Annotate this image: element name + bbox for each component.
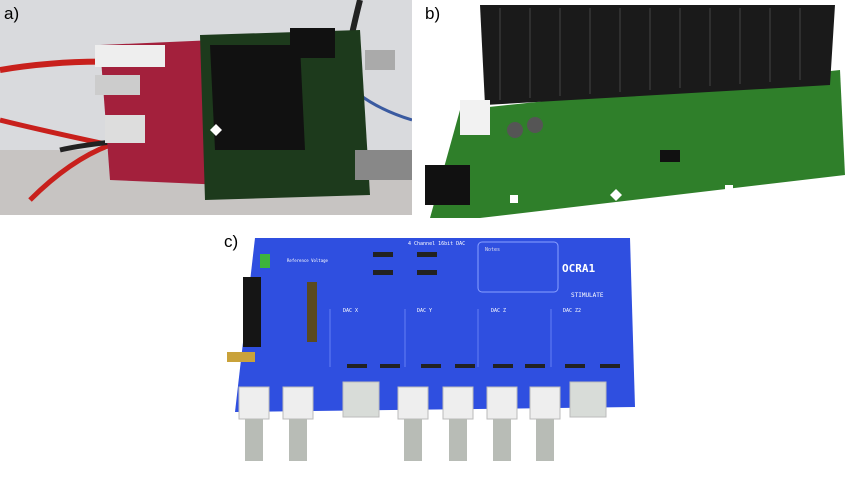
channel-label-z: DAC Z: [491, 308, 506, 314]
panel-label-a: a): [4, 4, 20, 23]
panel-label-b: b): [425, 4, 441, 23]
channel-label-y: DAC Y: [417, 308, 432, 314]
photo-c-dac-board: Notes 4 Channel 16bit DAC Reference Volt…: [225, 232, 645, 488]
stimulate-logo: STIMULATE: [571, 292, 604, 299]
photo-a-stacked-boards: [0, 0, 413, 215]
channel-label-z2: DAC Z2: [563, 308, 581, 314]
brand-ocra1: OCRA1: [562, 262, 595, 275]
notes-label: Notes: [485, 247, 500, 253]
channel-label-x: DAC X: [343, 308, 358, 314]
panel-label-c: c): [224, 232, 239, 251]
photo-b-amplifier-board: [420, 0, 850, 218]
board-title: 4 Channel 16bit DAC: [408, 241, 465, 247]
reference-voltage-label: Reference Voltage: [287, 258, 329, 263]
